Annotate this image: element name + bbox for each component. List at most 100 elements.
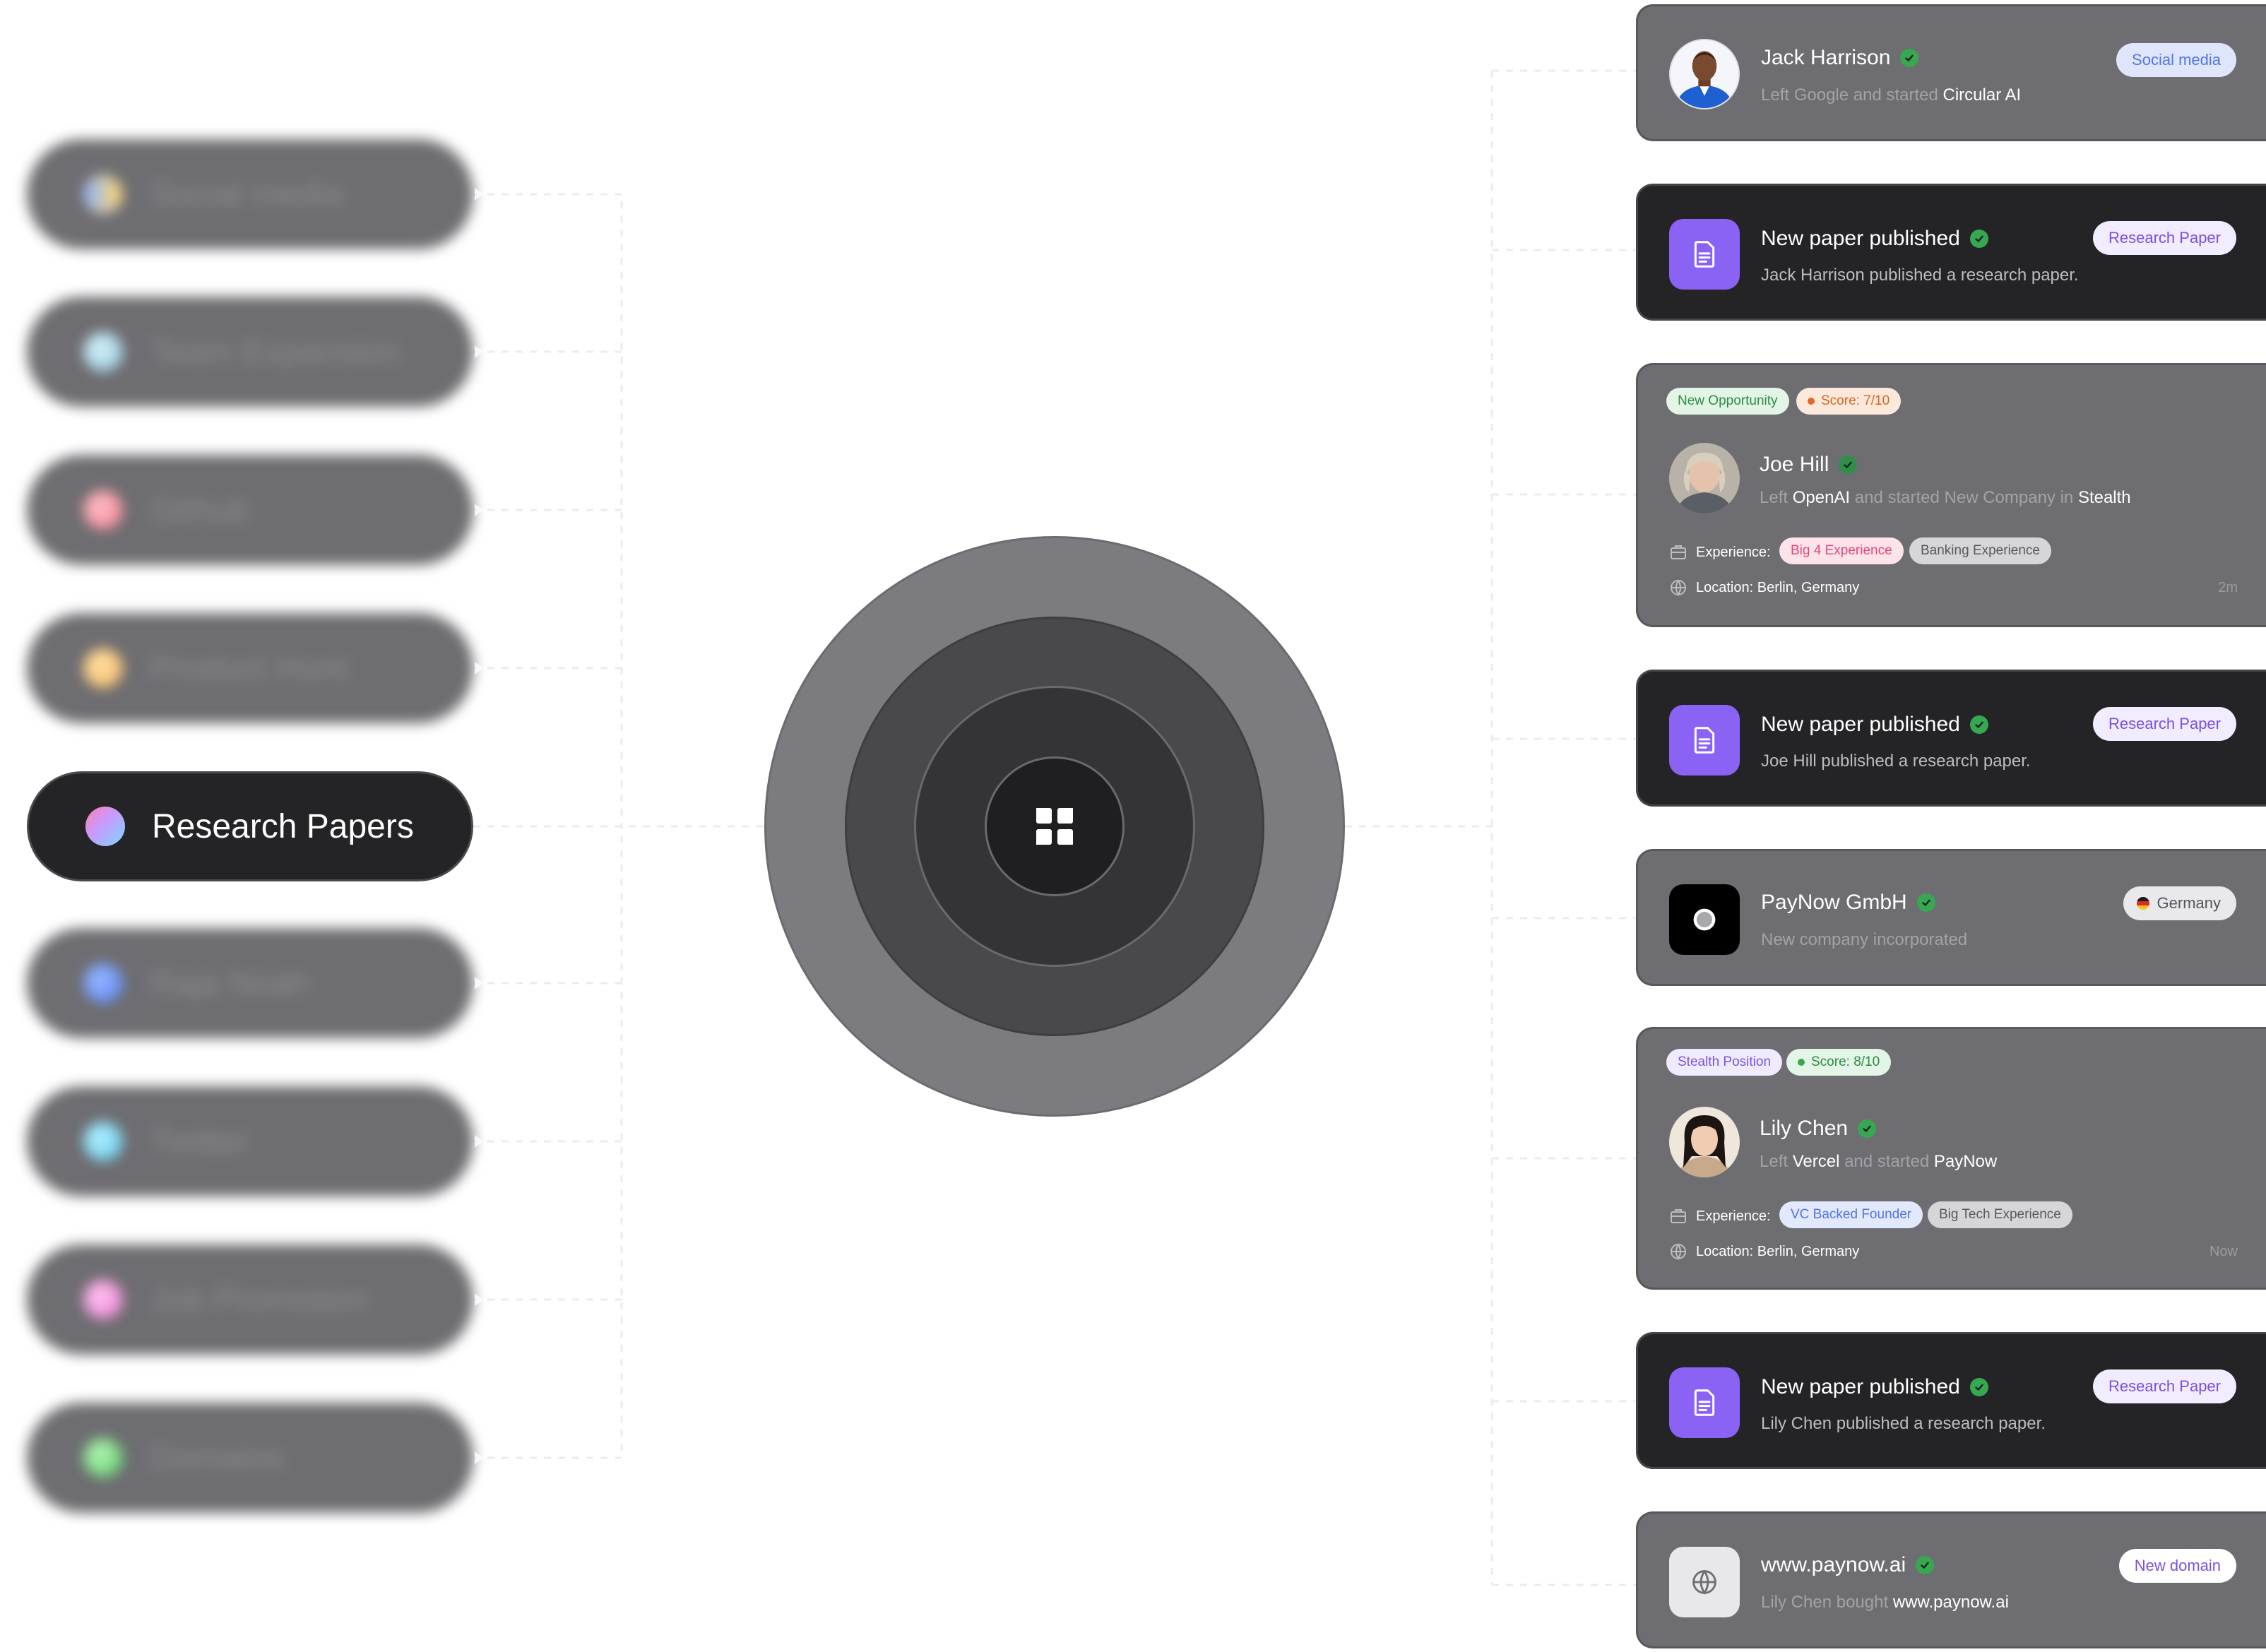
timestamp: 2m [2218,580,2238,595]
source-badge: Research Paper [2093,221,2236,255]
card-subtitle: Joe Hill published a research paper. [1761,751,2031,771]
pill-arrow-icon [475,977,483,990]
subtitle-text: Lily Chen bought [1761,1593,1889,1612]
pill-arrow-icon [475,345,483,358]
subtitle-text: Left [1760,488,1789,507]
feed-card-paper-lily[interactable]: New paper published Lily Chen published … [1636,1332,2266,1469]
verified-check-icon [1969,1378,1988,1396]
event-title: New paper published [1761,227,1960,250]
source-dot-icon [83,1438,123,1478]
card-subtitle: Lily Chen bought www.paynow.ai [1761,1593,2009,1612]
pill-arrow-icon [475,188,483,201]
person-name: Jack Harrison [1761,46,1891,69]
source-pill-social-media[interactable]: Social media [27,139,473,249]
card-title: Lily Chen [1760,1117,1877,1141]
feed-card-jack-harrison[interactable]: Jack Harrison Left Google and started Ci… [1636,4,2266,141]
score-tag: Score: 7/10 [1796,388,1902,415]
event-title: New paper published [1761,713,1960,736]
feed-card-domain[interactable]: www.paynow.ai Lily Chen bought www.payno… [1636,1511,2266,1648]
pill-arrow-icon [475,1293,483,1306]
source-label: Social media [150,175,344,213]
feed-card-paper-joe[interactable]: New paper published Joe Hill published a… [1636,670,2266,807]
company-name: OpenAI [1792,488,1851,507]
card-title: www.paynow.ai [1761,1553,1935,1577]
source-pill-github[interactable]: Github [27,455,473,565]
document-icon [1669,1367,1740,1438]
feed-card-paynow-gmbh[interactable]: PayNow GmbH New company incorporated Ger… [1636,849,2266,986]
feed-card-paper-jack[interactable]: New paper published Jack Harrison publis… [1636,184,2266,321]
subtitle-text: and started [1844,1152,1930,1171]
card-title: New paper published [1761,713,1988,737]
globe-icon [1671,580,1686,596]
source-badge: Research Paper [2093,707,2236,741]
score-text: Score: 8/10 [1811,1054,1880,1069]
verified-check-icon [1839,456,1858,474]
source-label: Product Hunt [150,649,348,687]
score-dot-icon [1798,1059,1805,1066]
country-badge: Germany [2123,886,2236,920]
card-title: New paper published [1761,1375,1988,1399]
card-title: PayNow GmbH [1761,891,1935,915]
company-name: Circular AI [1942,85,2022,105]
source-pill-twitter[interactable]: Twitter [27,1086,473,1196]
card-subtitle: Jack Harrison published a research paper… [1761,266,2079,285]
source-badge: Social media [2116,43,2236,77]
card-subtitle: Left OpenAI and started New Company in S… [1760,488,2131,508]
source-pill-product-hunt[interactable]: Product Hunt [27,613,473,723]
domain-name: www.paynow.ai [1892,1593,2009,1612]
document-icon [1669,705,1740,776]
country-name: Germany [2157,894,2221,912]
experience-tag: Big Tech Experience [1928,1201,2072,1228]
verified-check-icon [1969,230,1988,248]
source-dot-icon [83,174,123,214]
company-name: Stealth [2077,488,2131,507]
subtitle-text: Left Google and started [1761,85,1938,105]
card-title: Joe Hill [1760,453,1858,477]
source-pill-research-papers[interactable]: Research Papers [27,771,473,881]
event-title: New paper published [1761,1375,1960,1398]
source-label: Team Expansion [150,333,401,371]
timestamp: Now [2209,1244,2238,1259]
score-tag: Score: 8/10 [1786,1049,1892,1076]
source-pill-job-promotion[interactable]: Job Promotion [27,1244,473,1355]
card-subtitle: Left Vercel and started PayNow [1760,1152,1997,1172]
source-badge: Research Paper [2093,1369,2236,1403]
company-logo-icon [1669,884,1740,955]
subtitle-text: and started New Company in [1854,488,2074,507]
source-pill-domains[interactable]: Domains [27,1403,473,1513]
card-title: New paper published [1761,227,1988,251]
avatar [1669,39,1740,109]
avatar [1669,1107,1740,1177]
source-label: Research Papers [152,807,414,845]
card-title: Jack Harrison [1761,46,1919,70]
opportunity-tag: New Opportunity [1666,388,1789,415]
source-pill-raja-noah[interactable]: Raja Noah [27,928,473,1038]
verified-check-icon [1858,1119,1877,1138]
subtitle-text: Left [1760,1152,1789,1171]
avatar [1669,443,1740,513]
experience-label: Experience: [1696,545,1771,560]
feed-card-lily-chen[interactable]: Stealth Position Score: 8/10 Lily Chen L… [1636,1027,2266,1290]
source-label: Domains [150,1439,284,1477]
source-dot-icon [83,490,123,530]
feed-card-joe-hill[interactable]: New Opportunity Score: 7/10 Joe Hill Lef… [1636,363,2266,627]
globe-icon [1669,1547,1740,1617]
person-name: Joe Hill [1760,453,1829,476]
experience-label: Experience: [1696,1208,1771,1224]
company-name: PayNow [1933,1152,1998,1171]
source-label: Raja Noah [150,964,310,1002]
source-dot-icon [83,648,123,688]
source-label: Twitter [150,1122,250,1160]
source-dot-icon [83,332,123,372]
source-dot-icon [83,1280,123,1319]
location-label: Location: Berlin, Germany [1696,580,1860,595]
person-name: Lily Chen [1760,1117,1849,1140]
company-name: Vercel [1792,1152,1840,1171]
position-tag: Stealth Position [1666,1049,1783,1076]
verified-check-icon [1900,49,1919,67]
source-label: Job Promotion [150,1280,369,1319]
source-pill-team-expansion[interactable]: Team Expansion [27,297,473,407]
germany-flag-icon [2136,897,2149,910]
